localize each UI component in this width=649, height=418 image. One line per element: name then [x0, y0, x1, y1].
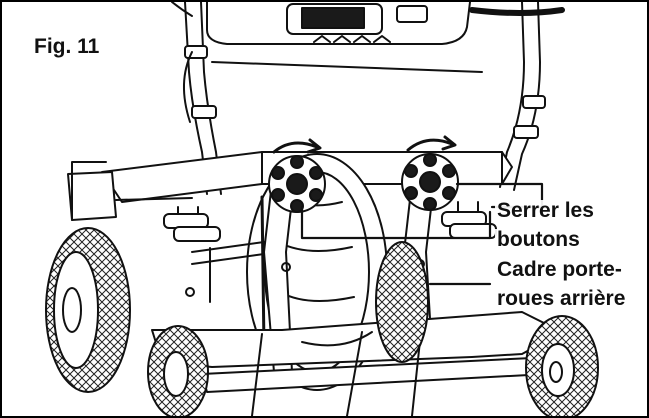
knob-right-icon — [401, 135, 459, 211]
rear-inner-wheel — [375, 241, 429, 363]
side-knobs-right — [441, 201, 497, 239]
callout-tighten-knobs-line1: Serrer les — [495, 199, 596, 223]
figure-number: Fig. 11 — [32, 35, 102, 59]
bottom-right-wheel — [525, 315, 599, 416]
bottom-left-wheel — [147, 325, 209, 416]
rear-frame — [151, 311, 563, 416]
knob-left-icon — [268, 138, 326, 213]
side-knobs-left — [163, 206, 221, 242]
left-wheel — [45, 227, 131, 393]
engine-housing — [171, 2, 565, 45]
handle-frame — [182, 2, 546, 195]
callout-tighten-knobs-line2: boutons — [495, 228, 582, 252]
callout-rear-wheel-frame-line2: roues arrière — [495, 287, 628, 311]
callout-rear-wheel-frame-line1: Cadre porte- — [495, 258, 624, 282]
